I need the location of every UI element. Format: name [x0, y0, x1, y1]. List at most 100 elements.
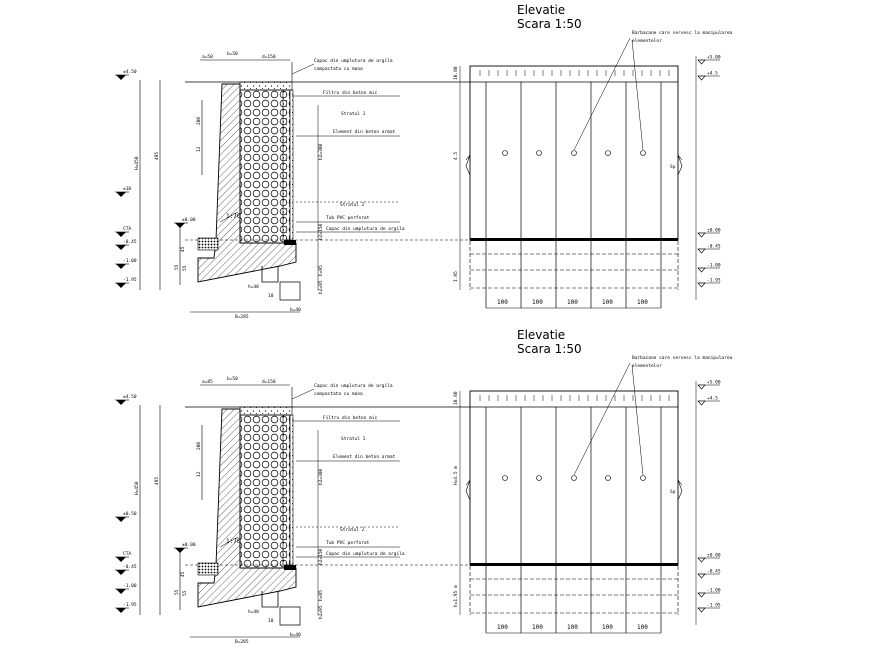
elev-100: -1.00 [123, 583, 137, 589]
toe-block [197, 237, 219, 251]
base-key [279, 606, 301, 626]
elev-r-100-triangle [697, 267, 706, 273]
weep-hole-1 [502, 475, 508, 481]
elev-r-500: +5.00 [707, 55, 721, 61]
elev-cta-triangle [116, 232, 126, 237]
elev-045-triangle [116, 245, 126, 250]
clay-cap-bottom [284, 240, 296, 245]
dim-a: a=85 [202, 379, 213, 385]
dim-200: 200 [196, 442, 202, 450]
label-cap-top-2: compactata cu mana [314, 391, 363, 397]
elev-000-left-triangle [175, 548, 185, 553]
weep-hole-1 [502, 150, 508, 156]
callout-leader-2 [631, 39, 644, 151]
gravel-fill [239, 414, 291, 569]
clay-cap-top [239, 81, 293, 91]
dim-12: 12 [196, 471, 202, 477]
cross-section: H=45049555455520012±4.50±0.50CTA-0.45-1.… [115, 376, 470, 645]
weep-hole-2 [536, 150, 542, 156]
dim-d: d=150 [262, 54, 276, 60]
elev-450: ±4.50 [123, 394, 137, 400]
dim-45: 45 [180, 246, 186, 252]
dim-H: H=450 [134, 156, 140, 170]
elev-r-45: +4.5 [707, 71, 718, 77]
height-195: 1.95 [453, 271, 459, 282]
elev-r-100-triangle [697, 592, 706, 598]
dim-495: 495 [154, 477, 160, 485]
dim-495: 495 [154, 152, 160, 160]
callout-barbacane-2: elementelor [632, 38, 662, 44]
label-cap-top: Capac din umplutura de argila [314, 58, 393, 64]
elev-r-045: -0.45 [707, 569, 721, 575]
base-key [279, 281, 301, 301]
sp-label: Sp [670, 164, 676, 170]
callout-leader-1 [573, 37, 631, 151]
dim-10: 10 [268, 618, 274, 624]
weep-hole-4 [605, 475, 611, 481]
elev-r-045: -0.45 [707, 244, 721, 250]
footing-notch [261, 266, 279, 283]
elevation-scale: Scara 1:50 [517, 342, 582, 356]
height-195: h=1.95 m [453, 585, 459, 607]
label-cap-bottom: Capac din umplutura de argila [326, 551, 405, 557]
elev-r-100: -1.00 [707, 263, 721, 269]
elev-cta: CTA [123, 226, 131, 232]
batter-label: 1:70 [226, 213, 241, 220]
panel-width-4: 100 [602, 299, 613, 306]
dim-a: a=50 [202, 54, 213, 60]
clay-cap-bottom [284, 565, 296, 570]
dim-55: 55 [174, 264, 180, 270]
label-tub: Tub PVC perforat [326, 540, 370, 546]
filter-strip [282, 414, 294, 566]
dim-200: 200 [196, 117, 202, 125]
elev-r-45-triangle [697, 75, 706, 81]
elev-r-195-triangle [697, 607, 706, 613]
gravel-fill [239, 89, 291, 244]
dim-55b: 55 [182, 590, 188, 596]
elev-100: -1.00 [123, 258, 137, 264]
elev-100-triangle [116, 589, 126, 594]
height-top: 10.80 [453, 66, 459, 80]
weep-hole-3 [571, 150, 577, 156]
elev-000-left-triangle [175, 223, 185, 228]
dim-h2-300: h2=300 [318, 468, 324, 485]
label-filter: Filtru din beton mic [323, 415, 377, 421]
ground-band [470, 238, 678, 241]
elev-450: ±4.50 [123, 69, 137, 75]
callout-leader-2 [631, 364, 644, 476]
dim-h95: h=95 [318, 590, 324, 601]
break-left [465, 479, 471, 501]
elev-195-triangle [116, 283, 126, 288]
break-right [677, 154, 683, 176]
callout-barbacane: Barbacane care servesc la manipularea [632, 355, 733, 361]
label-stratul2: Stratul 2 [340, 527, 365, 533]
panel-width-4: 100 [602, 624, 613, 631]
elev-045-triangle [116, 570, 126, 575]
sp-label: Sp [670, 489, 676, 495]
dim-h95: h=95 [318, 265, 324, 276]
sheet-1: H=45049555455520012±4.50±10CTA-0.45-1.00… [115, 3, 733, 320]
weep-hole-4 [605, 150, 611, 156]
height-45: 4.5 [453, 152, 459, 160]
label-cap-bottom: Capac din umplutura de argila [326, 226, 405, 232]
panel-width-1: 100 [497, 624, 508, 631]
batter-line [219, 211, 239, 223]
elev-10: ±10 [123, 186, 131, 192]
label-stratul1: Stratul 1 [341, 436, 366, 442]
dim-h2-95: h2=95 [318, 605, 324, 619]
weep-hole-5 [640, 475, 646, 481]
elev-r-195: -1.95 [707, 603, 721, 609]
elev-045: -0.45 [123, 564, 137, 570]
weep-hole-5 [640, 150, 646, 156]
elev-450-triangle [116, 75, 126, 80]
elev-000-left: ±0.00 [182, 217, 196, 223]
dim-b: b=50 [227, 376, 238, 382]
elevation-wall [469, 65, 679, 241]
label-cap-top-2: compactata cu mana [314, 66, 363, 72]
dim-12: 12 [196, 146, 202, 152]
elevation-scale: Scara 1:50 [517, 17, 582, 31]
elev-10-triangle [116, 192, 126, 197]
panel-width-5: 100 [637, 299, 648, 306]
